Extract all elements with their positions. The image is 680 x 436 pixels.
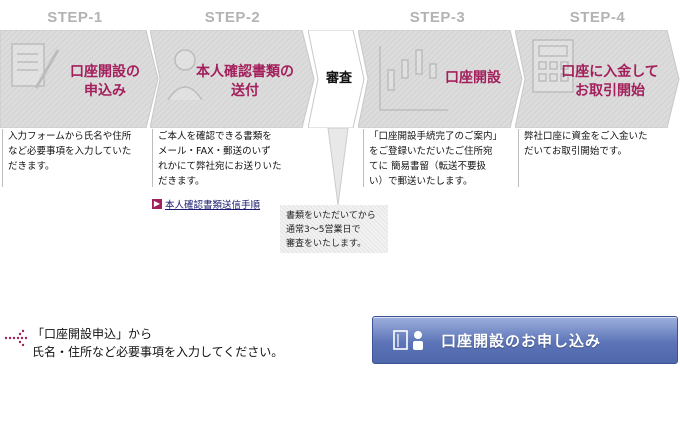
step-2-arrow: 本人確認書類の 送付	[150, 30, 320, 128]
step-3-arrow: 口座開設	[358, 30, 528, 128]
step-1-arrow: 口座開設の 申込み	[0, 30, 160, 128]
document-person-icon	[393, 330, 423, 350]
step-4-description: 弊社口座に資金をご入金いた だいてお取引開始です。	[518, 129, 678, 187]
open-account-button-label: 口座開設のお申し込み	[441, 331, 602, 350]
callout-pointer	[327, 128, 349, 206]
step-2-label: STEP-2	[204, 9, 261, 26]
review-title: 審査	[322, 69, 356, 88]
arrow-right-icon: ▶	[152, 199, 162, 209]
step-2-title-line2: 送付	[231, 83, 259, 99]
step-1-title: 口座開設の 申込み	[55, 63, 155, 101]
calculator-icon	[532, 39, 574, 93]
step-2-arrow-shape	[150, 30, 315, 128]
step-4-title-line1: 口座に入金して	[561, 64, 659, 80]
step-2-title: 本人確認書類の 送付	[180, 63, 310, 101]
review-callout: 書類をいただいてから 通常3～5営業日で 審査をいたします。	[280, 205, 388, 253]
review-title-text: 審査	[325, 71, 352, 86]
step-1-arrow-shape	[0, 30, 159, 128]
review-arrow: 審査	[308, 30, 368, 128]
step-1-title-line1: 口座開設の	[70, 64, 140, 80]
step-3-title: 口座開設	[428, 69, 518, 88]
step-3-title-text: 口座開設	[445, 70, 501, 86]
id-document-link-row: ▶ 本人確認書類送信手順	[152, 197, 260, 211]
step-4-title: 口座に入金して お取引開始	[545, 63, 675, 101]
step-4-title-line2: お取引開始	[575, 83, 645, 99]
review-arrow-shape	[308, 30, 365, 128]
step-2-description: ご本人を確認できる書類を メール・FAX・郵送のいず れかにて弊社宛にお送りいた…	[152, 129, 307, 187]
step-4-arrow: 口座に入金して お取引開始	[515, 30, 680, 128]
step-1-title-line2: 申込み	[84, 83, 126, 99]
step-3-label: STEP-3	[409, 9, 466, 26]
person-id-icon	[167, 49, 203, 101]
step-2-title-line1: 本人確認書類の	[196, 64, 294, 80]
id-document-send-link[interactable]: 本人確認書類送信手順	[165, 200, 261, 211]
bottom-instruction-text: 「口座開設申込」から 氏名・住所など必要事項を入力してください。	[32, 327, 284, 359]
step-4-label: STEP-4	[569, 9, 626, 26]
dotted-arrow-icon	[4, 329, 28, 347]
step-3-arrow-shape	[358, 30, 523, 128]
candlestick-chart-icon	[379, 46, 448, 111]
document-pen-icon	[11, 43, 60, 89]
step-1-label: STEP-1	[47, 9, 103, 26]
step-4-arrow-shape	[515, 30, 680, 128]
step-3-description: 「口座開設手続完了のご案内」 をご登録いただいたご住所宛 てに 簡易書留（転送不…	[363, 129, 513, 187]
open-account-button[interactable]: 口座開設のお申し込み	[372, 316, 678, 364]
step-1-description: 入力フォームから氏名や住所 など必要事項を入力していた だきます。	[2, 129, 150, 187]
